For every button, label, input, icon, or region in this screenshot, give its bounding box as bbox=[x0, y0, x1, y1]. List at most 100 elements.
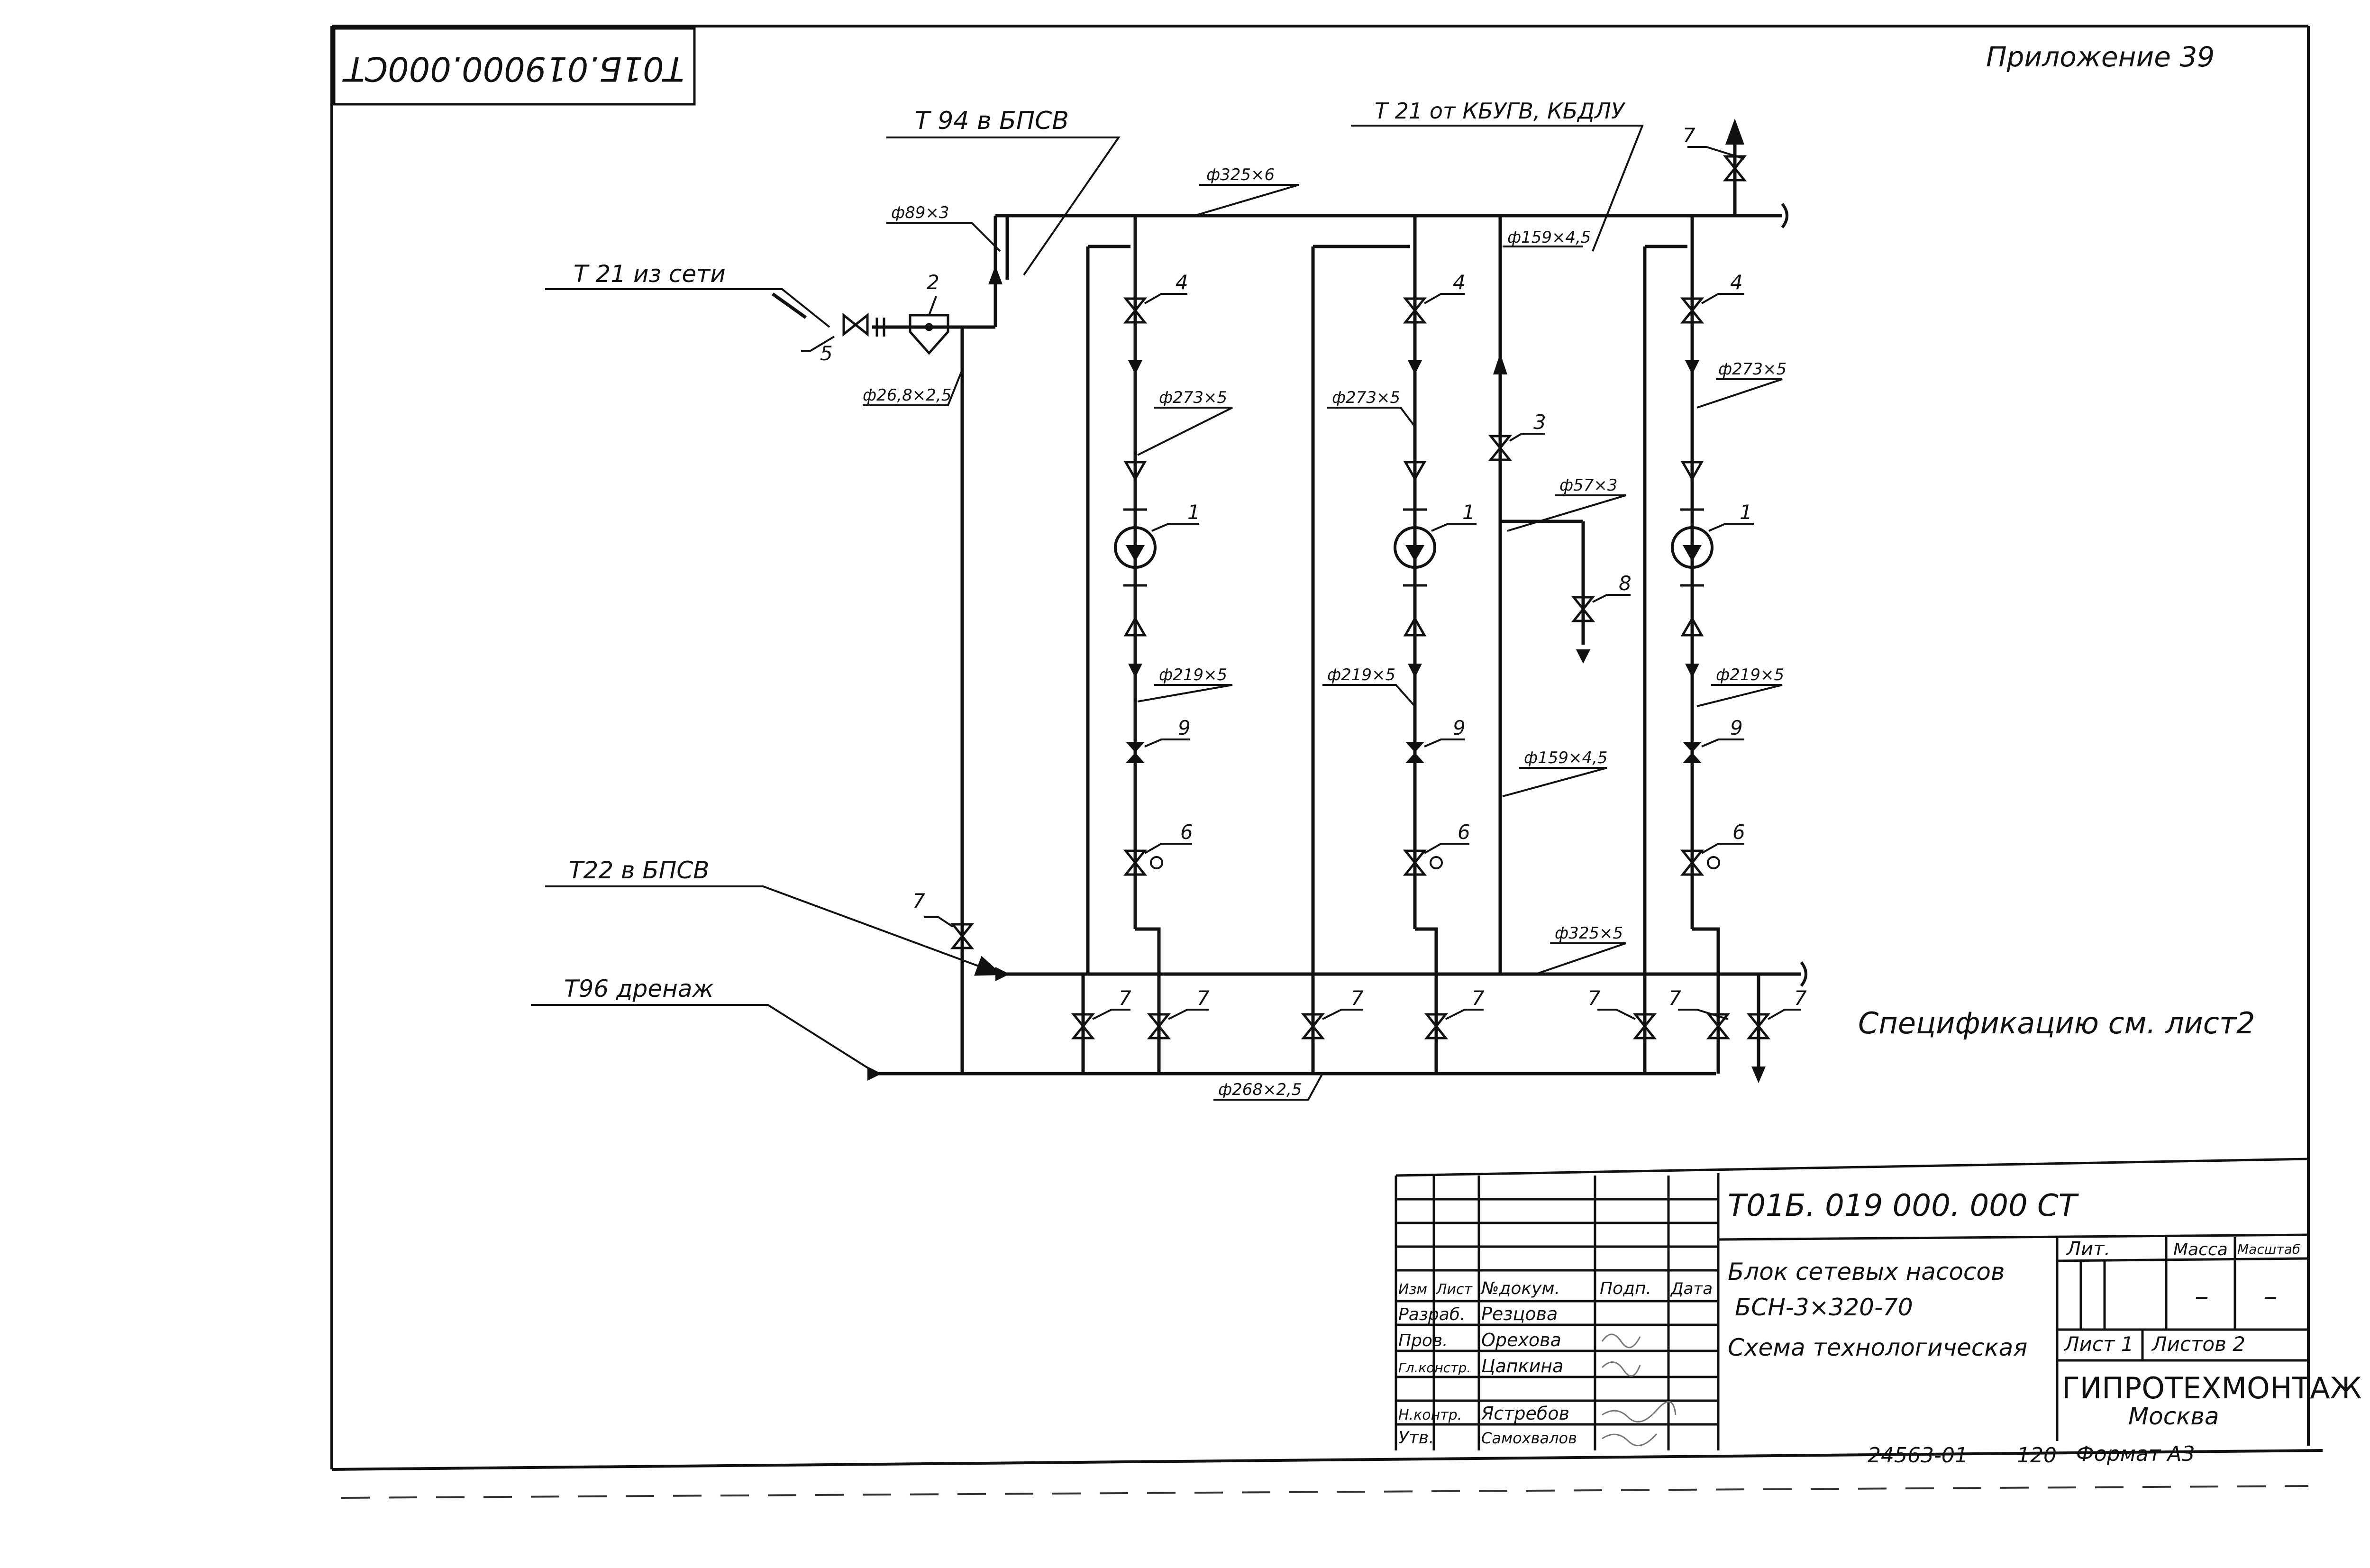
valve-4-a bbox=[1123, 297, 1148, 324]
title-line-3: Схема технологическая bbox=[1728, 1334, 2027, 1361]
title-line-2: БСН-3×320-70 bbox=[1735, 1294, 1913, 1321]
main-pipes bbox=[771, 128, 1801, 1076]
valve-5 bbox=[842, 312, 869, 337]
col-sign: Подп. bbox=[1600, 1279, 1651, 1298]
rotated-code-box: Т01Б.019000.000СТ bbox=[333, 27, 696, 106]
arrow-up-inlet bbox=[988, 265, 1003, 284]
check-valve-9-b bbox=[1405, 742, 1424, 763]
name-4: Ястребов bbox=[1481, 1403, 1569, 1424]
pump-1-a bbox=[1114, 526, 1157, 569]
callout-9-a: 9 bbox=[1178, 716, 1191, 739]
role-5: Утв. bbox=[1398, 1428, 1434, 1448]
callout-7-inlet: 7 bbox=[912, 889, 925, 912]
arrow-down-drain-7r bbox=[1751, 1067, 1766, 1083]
valve-7-d6 bbox=[1706, 1013, 1731, 1039]
callout-4-a: 4 bbox=[1176, 271, 1188, 294]
name-2: Цапкина bbox=[1481, 1356, 1563, 1377]
callout-7-d1: 7 bbox=[1119, 986, 1131, 1010]
pump-column-2 bbox=[1394, 360, 1443, 876]
valve-6-b bbox=[1403, 849, 1427, 876]
pipe-label-325x6: ф325×6 bbox=[1206, 165, 1275, 184]
title-block bbox=[1395, 1158, 2310, 1450]
callout-7-d6: 7 bbox=[1668, 986, 1681, 1010]
pipe-label-26: ф26,8×2,5 bbox=[863, 386, 951, 405]
filter-2 bbox=[875, 314, 949, 355]
pipe-label-89x3: ф89×3 bbox=[891, 203, 949, 222]
footer-format: Формат А3 bbox=[2076, 1442, 2195, 1466]
role-4: Н.контр. bbox=[1398, 1407, 1462, 1423]
callout-9-b: 9 bbox=[1453, 716, 1466, 739]
callout-7-d4: 7 bbox=[1472, 986, 1485, 1010]
valve-4-b bbox=[1403, 297, 1427, 324]
valve-7-d4 bbox=[1424, 1013, 1449, 1039]
callout-9-c: 9 bbox=[1730, 716, 1743, 739]
pipe-label-219-c: ф219×5 bbox=[1716, 665, 1784, 684]
callout-7-d3: 7 bbox=[1351, 986, 1364, 1010]
col-izm: Изм bbox=[1398, 1281, 1427, 1298]
mass-value: – bbox=[2195, 1280, 2209, 1313]
rotated-code-text: Т01Б.019000.000СТ bbox=[342, 49, 684, 88]
scale-header: Масштаб bbox=[2237, 1241, 2300, 1257]
lit-header: Лит. bbox=[2066, 1238, 2110, 1260]
flow-arrows bbox=[867, 119, 1766, 1083]
footer-num2: 120 bbox=[2017, 1443, 2057, 1468]
callout-7-vent: 7 bbox=[1683, 124, 1695, 147]
pipe-label-325x5: ф325×5 bbox=[1555, 924, 1623, 943]
valve-7-d5 bbox=[1632, 1013, 1657, 1039]
scale-value: – bbox=[2263, 1280, 2278, 1313]
role-1: Пров. bbox=[1398, 1331, 1448, 1350]
role-2: Гл.констр. bbox=[1398, 1360, 1471, 1376]
valve-4-c bbox=[1680, 297, 1705, 324]
pipe-size-labels: ф325×6 ф89×3 ф159×4,5 ф26,8×2,5 ф273×5 ф… bbox=[863, 165, 1787, 1099]
callout-6-a: 6 bbox=[1180, 820, 1193, 844]
spec-note: Спецификацию см. лист2 bbox=[1858, 1006, 2255, 1040]
arrow-down-drain-8 bbox=[1576, 649, 1590, 664]
flow-t94: Т 94 в БПСВ bbox=[915, 107, 1069, 135]
callout-6-c: 6 bbox=[1732, 820, 1745, 844]
pipe-label-219-b: ф219×5 bbox=[1327, 665, 1395, 684]
footer-num: 24563-01 bbox=[1868, 1443, 1968, 1468]
valve-7-d3 bbox=[1301, 1013, 1325, 1039]
bottom-dashed-edge bbox=[341, 1485, 2309, 1499]
leader-lines bbox=[531, 125, 1801, 1101]
valve-7-d1 bbox=[1071, 1013, 1095, 1039]
valve-7-d7 bbox=[1746, 1013, 1771, 1039]
arrow-up-center bbox=[1493, 353, 1507, 374]
callout-4-b: 4 bbox=[1453, 271, 1466, 294]
mass-header: Масса bbox=[2173, 1240, 2228, 1259]
callout-7-d2: 7 bbox=[1197, 986, 1210, 1010]
valve-7-d2 bbox=[1147, 1013, 1171, 1039]
valves bbox=[842, 155, 1771, 1039]
pump-column-3 bbox=[1671, 360, 1720, 876]
pipe-label-219-a: ф219×5 bbox=[1159, 665, 1227, 684]
col-date: Дата bbox=[1670, 1279, 1713, 1298]
callout-numbers: 4 4 4 1 1 1 2 3 5 8 7 9 9 9 6 6 6 7 7 7 … bbox=[820, 124, 1807, 1010]
callout-1-c: 1 bbox=[1740, 501, 1752, 524]
callout-8: 8 bbox=[1619, 572, 1632, 595]
callout-3: 3 bbox=[1533, 410, 1546, 434]
name-1: Орехова bbox=[1481, 1330, 1561, 1350]
pipe-label-159-mid: ф159×4,5 bbox=[1524, 748, 1608, 767]
pipe-label-273-b: ф273×5 bbox=[1332, 388, 1400, 407]
valve-6-a bbox=[1123, 849, 1148, 876]
pipe-label-57: ф57×3 bbox=[1559, 476, 1617, 495]
flow-t21-from: Т 21 от КБУГВ, КБДЛУ bbox=[1375, 98, 1626, 124]
appendix-label: Приложение 39 bbox=[1986, 41, 2215, 73]
pipe-label-159-top: ф159×4,5 bbox=[1507, 228, 1591, 247]
callout-2: 2 bbox=[927, 271, 939, 294]
flow-t22: Т22 в БПСВ bbox=[569, 857, 710, 884]
pump-1-b bbox=[1394, 526, 1436, 569]
valve-6-c bbox=[1680, 849, 1705, 876]
signatures bbox=[1601, 1333, 1677, 1446]
callout-4-c: 4 bbox=[1730, 271, 1743, 294]
check-valve-9-c bbox=[1683, 742, 1702, 763]
title-line-1: Блок сетевых насосов bbox=[1728, 1258, 2005, 1285]
callout-1-a: 1 bbox=[1187, 501, 1200, 524]
callout-5: 5 bbox=[820, 342, 833, 365]
pump-1-c bbox=[1671, 526, 1714, 569]
name-5: Самохвалов bbox=[1481, 1429, 1577, 1447]
sheet-num: Лист 1 bbox=[2063, 1332, 2134, 1356]
arrow-up-vent bbox=[1725, 119, 1744, 145]
pipe-label-273-a: ф273×5 bbox=[1159, 388, 1227, 407]
